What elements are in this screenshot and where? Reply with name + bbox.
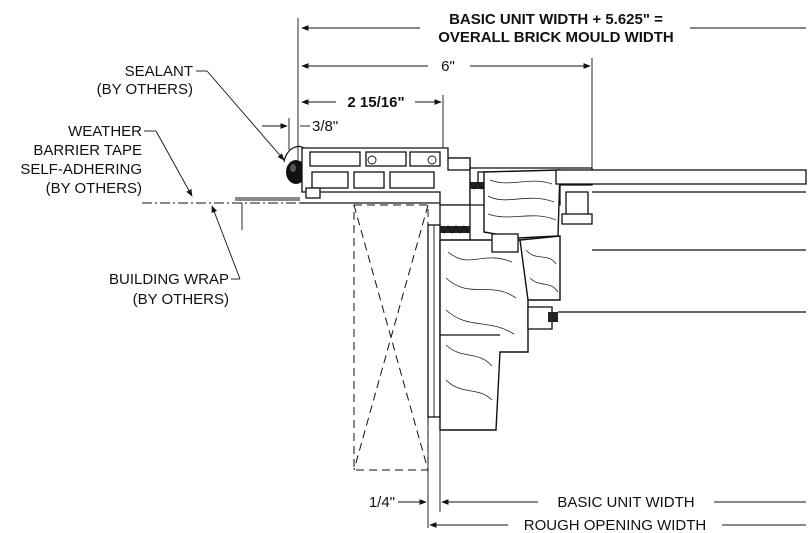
two-fifteen-sixteenths-dimension: 2 15/16" xyxy=(301,94,444,150)
six-inch-label: 6" xyxy=(441,58,455,75)
sealant-label-line2: (BY OTHERS) xyxy=(97,81,193,98)
sealant-bead xyxy=(283,145,307,184)
quarter-inch-label: 1/4" xyxy=(369,494,395,511)
brick-mould-profile xyxy=(301,147,471,206)
wrap-label-line1: BUILDING WRAP xyxy=(109,271,229,288)
quarter-inch-dimension: 1/4" xyxy=(369,420,441,528)
weather-label-line4: (BY OTHERS) xyxy=(46,180,142,197)
three-eighths-dimension: 3/8" xyxy=(262,118,338,150)
wall-sheathing-lines xyxy=(142,197,440,230)
three-eighths-label: 3/8" xyxy=(312,118,338,135)
wood-sash-lower xyxy=(519,235,561,301)
wood-sash xyxy=(483,169,561,239)
rough-opening-width-dimension: ROUGH OPENING WIDTH xyxy=(429,517,806,533)
six-inch-dimension: 6" xyxy=(301,58,593,178)
weather-label-line3: SELF-ADHERING xyxy=(20,161,142,178)
lock-hardware xyxy=(527,306,806,330)
rough-opening-stud xyxy=(353,204,429,471)
wood-jamb xyxy=(439,233,529,431)
sealant-label-line1: SEALANT xyxy=(125,63,193,80)
glazing xyxy=(527,169,807,330)
basic-unit-width-dimension: BASIC UNIT WIDTH xyxy=(441,494,806,511)
weather-label-line2: BARRIER TAPE xyxy=(33,142,142,159)
rough-opening-width-label: ROUGH OPENING WIDTH xyxy=(524,517,707,533)
wrap-label-line2: (BY OTHERS) xyxy=(133,291,229,308)
two-fifteen-sixteenths-label: 2 15/16" xyxy=(347,94,404,111)
screw-jamb xyxy=(439,225,470,234)
sealant-callout: SEALANT (BY OTHERS) xyxy=(97,63,285,161)
weather-label-line1: WEATHER xyxy=(68,123,142,140)
building-wrap-callout: BUILDING WRAP (BY OTHERS) xyxy=(109,205,241,308)
overall-width-label-line1: BASIC UNIT WIDTH + 5.625" = xyxy=(449,11,663,28)
overall-width-label-line2: OVERALL BRICK MOULD WIDTH xyxy=(438,29,674,46)
basic-unit-width-label: BASIC UNIT WIDTH xyxy=(557,494,694,511)
overall-width-dimension: BASIC UNIT WIDTH + 5.625" = OVERALL BRIC… xyxy=(297,11,806,160)
weather-barrier-callout: WEATHER BARRIER TAPE SELF-ADHERING (BY O… xyxy=(20,123,193,197)
